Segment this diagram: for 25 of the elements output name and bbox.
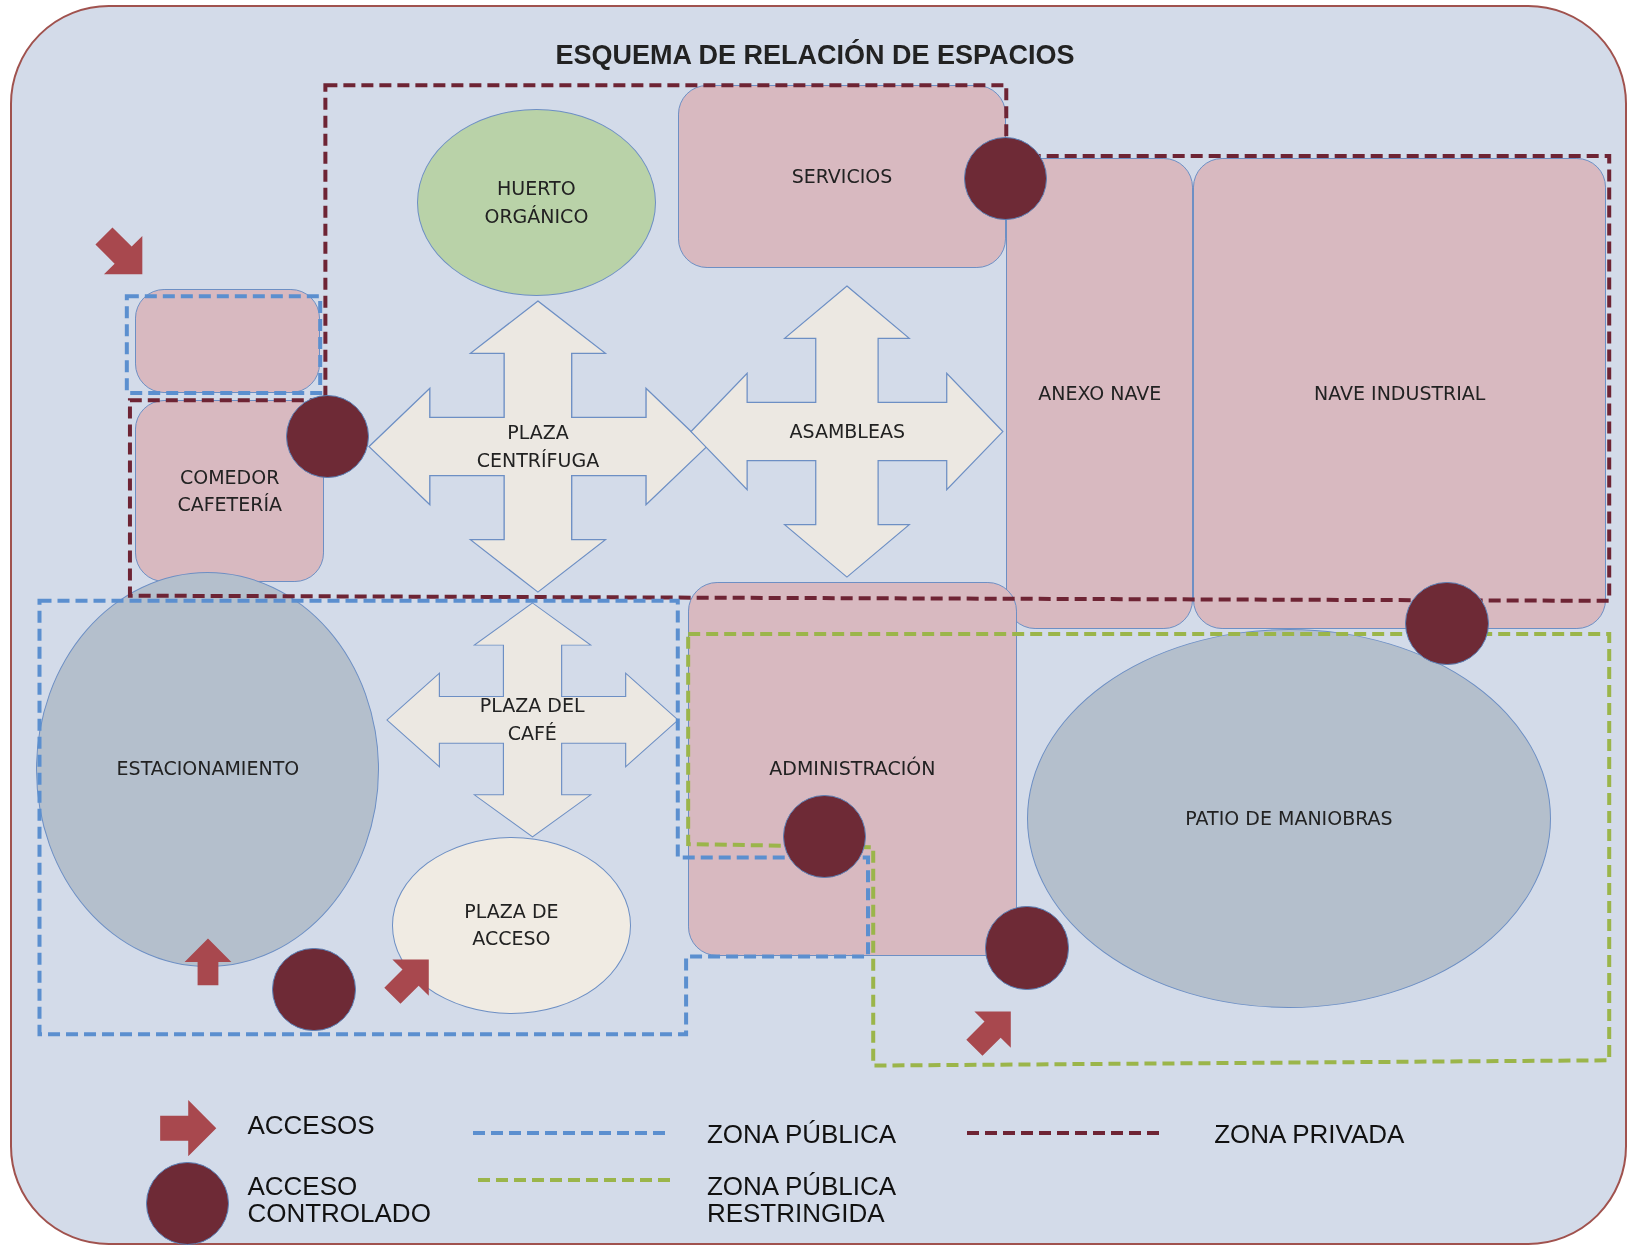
cross-shaped-plaza — [369, 301, 707, 593]
cross-shaped-plaza — [386, 602, 678, 837]
space-label: COMEDOR CAFETERÍA — [176, 464, 283, 518]
space-box — [1006, 158, 1194, 629]
legend-label: ACCESO CONTROLADO — [247, 1172, 432, 1228]
space-label: ADMINISTRACIÓN — [769, 755, 936, 782]
space-label: PLAZA DE ACCESO — [463, 898, 560, 952]
cross-shaped-plaza — [691, 285, 1004, 577]
legend-label: ZONA PRIVADA — [1214, 1120, 1405, 1148]
space-label: ANEXO NAVE — [1038, 380, 1162, 406]
diagram-title: ESQUEMA DE RELACIÓN DE ESPACIOS — [555, 39, 1075, 70]
legend-label: ZONA PÚBLICA RESTRINGIDA — [706, 1172, 897, 1228]
space-label: HUERTO ORGÁNICO — [483, 176, 590, 229]
space-box — [688, 582, 1017, 957]
space-label: ASAMBLEAS — [789, 418, 905, 444]
space-label: PLAZA DEL CAFÉ — [478, 693, 586, 746]
space-label: ESTACIONAMIENTO — [116, 756, 300, 782]
space-box — [1193, 158, 1607, 629]
legend-label: ZONA PÚBLICA — [706, 1120, 897, 1148]
legend-label: ACCESOS — [247, 1112, 375, 1140]
space-label: PATIO DE MANIOBRAS — [1185, 805, 1393, 831]
space-label: NAVE INDUSTRIAL — [1314, 380, 1486, 406]
space-box — [677, 85, 1007, 269]
space-label: SERVICIOS — [791, 163, 893, 189]
space-label: PLAZA CENTRÍFUGA — [475, 420, 601, 473]
